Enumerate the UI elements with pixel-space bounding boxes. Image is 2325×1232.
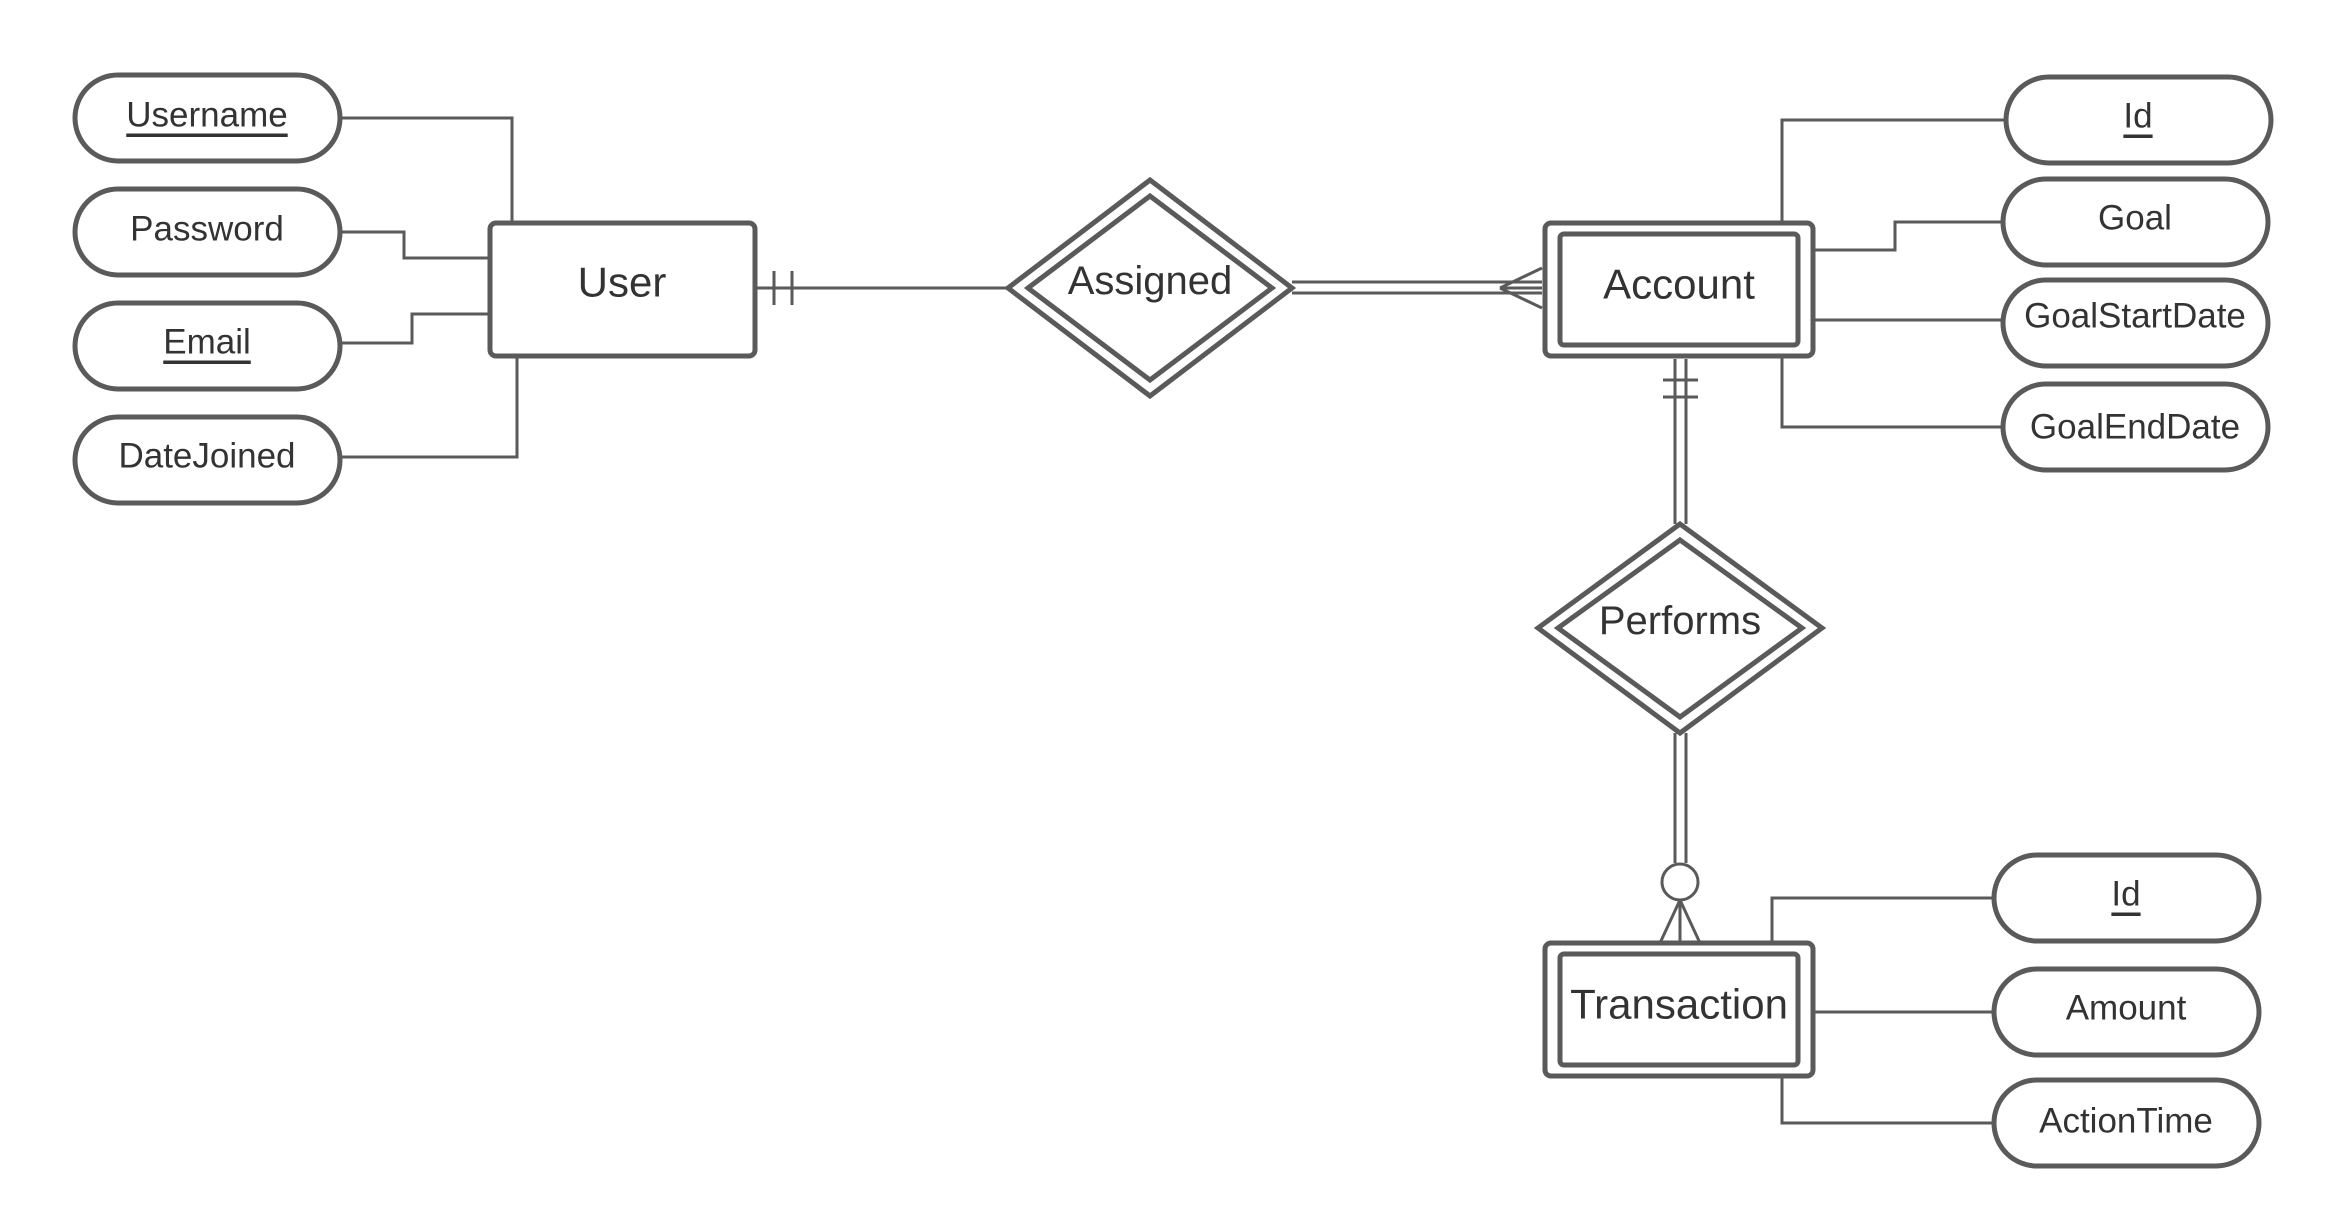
attribute-goalstartdate: GoalStartDate [2000,277,2271,369]
user-assigned-connector [756,271,1008,305]
attribute-amount-label: Amount [2066,989,2187,1028]
transaction-attribute-connectors [1770,896,1994,1125]
relationship-performs-label: Performs [1599,599,1761,643]
relationship-assigned-label: Assigned [1068,259,1233,303]
attribute-goal-label: Goal [2098,199,2172,238]
attribute-password: Password [72,186,343,278]
attribute-email: Email [72,300,343,392]
account-attribute-connectors [1780,118,2006,429]
assigned-account-connector [1292,266,1543,310]
entity-user-label: User [578,259,667,306]
attribute-amount: Amount [1991,966,2262,1058]
attribute-actiontime: ActionTime [1991,1077,2262,1169]
entity-account: Account [1542,220,1816,359]
attribute-datejoined: DateJoined [72,414,343,506]
entity-account-label: Account [1603,261,1755,308]
attribute-username-label: Username [126,96,287,135]
attribute-goal: Goal [2000,176,2271,268]
attribute-account-id: Id [2003,74,2274,166]
entity-transaction-label: Transaction [1570,981,1788,1028]
attribute-goalstartdate-label: GoalStartDate [2024,297,2246,336]
entity-user: User [487,220,758,359]
attribute-account-id-label: Id [2123,97,2152,136]
attribute-password-label: Password [130,210,284,249]
attribute-transaction-id-label: Id [2111,875,2140,914]
relationship-performs: Performs [1533,520,1827,737]
attribute-email-label: Email [163,323,251,362]
attribute-username: Username [72,72,343,164]
account-performs-connector [1663,359,1698,524]
attribute-datejoined-label: DateJoined [118,437,295,476]
attribute-actiontime-label: ActionTime [2039,1102,2213,1141]
attribute-transaction-id: Id [1991,852,2262,944]
performs-transaction-connector [1658,733,1702,944]
attribute-goalenddate: GoalEndDate [2000,381,2271,473]
relationship-assigned: Assigned [1003,176,1297,400]
entity-transaction: Transaction [1542,940,1816,1079]
attribute-goalenddate-label: GoalEndDate [2030,408,2240,447]
user-attribute-connectors [340,116,519,459]
